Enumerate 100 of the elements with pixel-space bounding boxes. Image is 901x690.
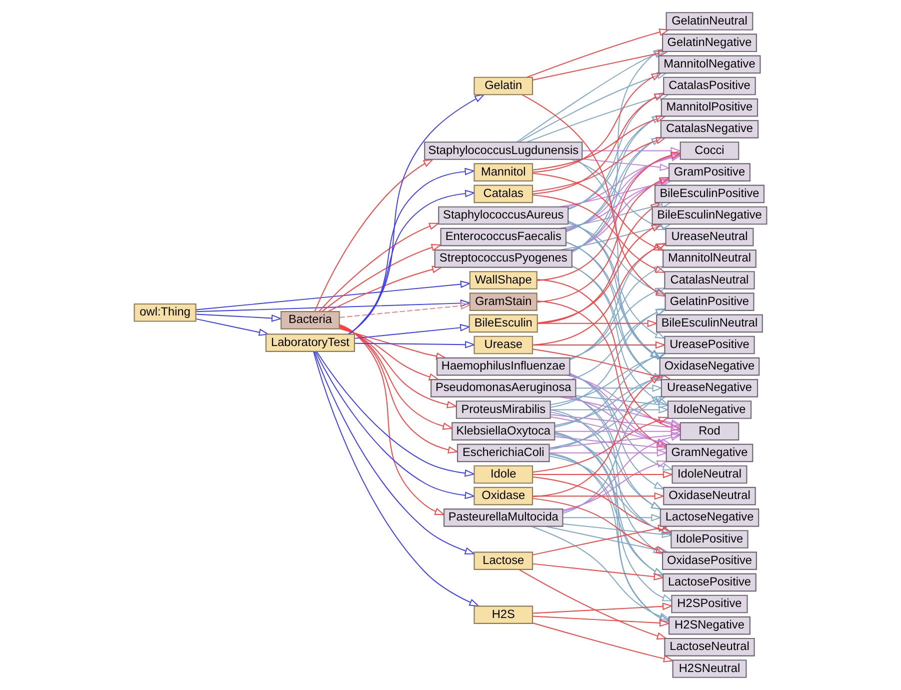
- arrow: [582, 158, 670, 171]
- arrow: [568, 115, 663, 210]
- node-box: LactosePositive: [662, 573, 756, 592]
- arrow: [554, 436, 668, 452]
- node-box: WallShape: [469, 271, 538, 290]
- arrow: [569, 372, 665, 490]
- arrow: [339, 326, 454, 430]
- arrow: [562, 514, 662, 522]
- arrow: [548, 374, 664, 450]
- node-box: StreptococcusPyogenes: [434, 250, 572, 268]
- node-box: GramStain: [469, 292, 538, 312]
- node-box: HaemophilusInfluenzae: [436, 357, 570, 376]
- arrow: [550, 409, 674, 602]
- arrow: [549, 432, 682, 449]
- arrow: [572, 48, 664, 253]
- node-box: ProteusMirabilis: [456, 400, 551, 419]
- node-box: GramPositive: [668, 163, 750, 182]
- arrow: [549, 396, 667, 449]
- arrow: [568, 221, 666, 339]
- arrow: [536, 177, 670, 303]
- arrow: [582, 147, 682, 154]
- arrow: [550, 412, 662, 510]
- arrow: [550, 406, 670, 414]
- node-box: UreaseNeutral: [665, 228, 754, 246]
- arrow: [526, 28, 670, 78]
- arrow: [314, 158, 434, 312]
- node-box: GelatinNeutral: [666, 12, 754, 30]
- arrow: [196, 314, 282, 322]
- arrow: [536, 300, 668, 448]
- arrow: [536, 152, 682, 281]
- arrow: [575, 396, 664, 555]
- arrow: [196, 299, 472, 312]
- arrow: [339, 325, 459, 454]
- arrow: [548, 456, 672, 534]
- arrow: [339, 302, 472, 318]
- arrow: [550, 416, 672, 446]
- arrow: [532, 470, 674, 478]
- node-box: CatalasNeutral: [664, 271, 755, 290]
- arrow: [537, 224, 662, 324]
- arrow: [562, 395, 663, 514]
- arrow: [532, 563, 665, 580]
- node-box: GelatinPositive: [664, 292, 754, 312]
- node-box: IdoleNeutral: [672, 465, 748, 484]
- arrow: [532, 374, 661, 498]
- arrow: [570, 374, 668, 446]
- arrow: [549, 449, 668, 457]
- arrow: [566, 242, 663, 382]
- arrow: [550, 352, 667, 406]
- arrow: [570, 178, 670, 250]
- node-box: Gelatin: [474, 76, 534, 96]
- arrow: [532, 243, 667, 346]
- node-box: owl:Thing: [134, 303, 196, 322]
- node-box: BileEsculin: [468, 314, 538, 333]
- node-box: Oxidase: [474, 486, 534, 506]
- arrow: [554, 428, 682, 436]
- node-box: Mannitol: [474, 163, 534, 182]
- arrow: [339, 324, 446, 516]
- arrow: [196, 318, 270, 336]
- arrow: [532, 92, 665, 194]
- arrow: [532, 72, 662, 173]
- node-box: H2SPositive: [671, 594, 748, 614]
- arrow: [532, 498, 667, 553]
- arrow: [354, 340, 476, 348]
- arrow: [532, 137, 667, 192]
- arrow: [532, 194, 666, 273]
- node-box: CatalasNegative: [660, 120, 759, 138]
- arrow: [575, 395, 670, 408]
- arrow: [572, 265, 670, 406]
- node-box: GelatinNegative: [662, 34, 757, 52]
- arrow: [550, 414, 682, 432]
- arrow: [554, 352, 666, 428]
- arrow: [570, 266, 664, 360]
- node-box: Rod: [680, 422, 740, 440]
- arrow: [518, 569, 668, 640]
- node-box: Urease: [474, 336, 534, 354]
- arrow: [570, 309, 666, 380]
- node-box: Cocci: [680, 142, 740, 160]
- arrow: [572, 152, 682, 251]
- arrow: [570, 288, 666, 359]
- node-box: EnterococcusFaecalis: [440, 228, 566, 246]
- node-box: BileEsculinPositive: [654, 184, 765, 204]
- node-box: MannitolNegative: [658, 55, 761, 74]
- arrow: [532, 602, 674, 614]
- node-box: H2S: [474, 606, 534, 624]
- node-box: Idole: [474, 465, 534, 484]
- node-box: PasteurellaMultocida: [443, 508, 564, 527]
- arrow: [532, 116, 667, 170]
- node-box: BileEsculinNeutral: [656, 314, 763, 333]
- node-box: LaboratoryTest: [265, 334, 355, 352]
- arrow: [354, 324, 471, 339]
- arrow: [562, 434, 682, 512]
- arrow: [348, 94, 486, 335]
- arrow: [338, 326, 458, 408]
- node-box: Catalas: [474, 184, 534, 204]
- node-box: IdoleNegative: [667, 400, 752, 419]
- node-box: StaphylococcusAureus: [438, 206, 569, 225]
- arrow: [554, 432, 664, 576]
- node-box: StaphylococcusLugdunensis: [424, 142, 583, 160]
- arrow: [554, 374, 667, 426]
- arrow: [532, 172, 664, 251]
